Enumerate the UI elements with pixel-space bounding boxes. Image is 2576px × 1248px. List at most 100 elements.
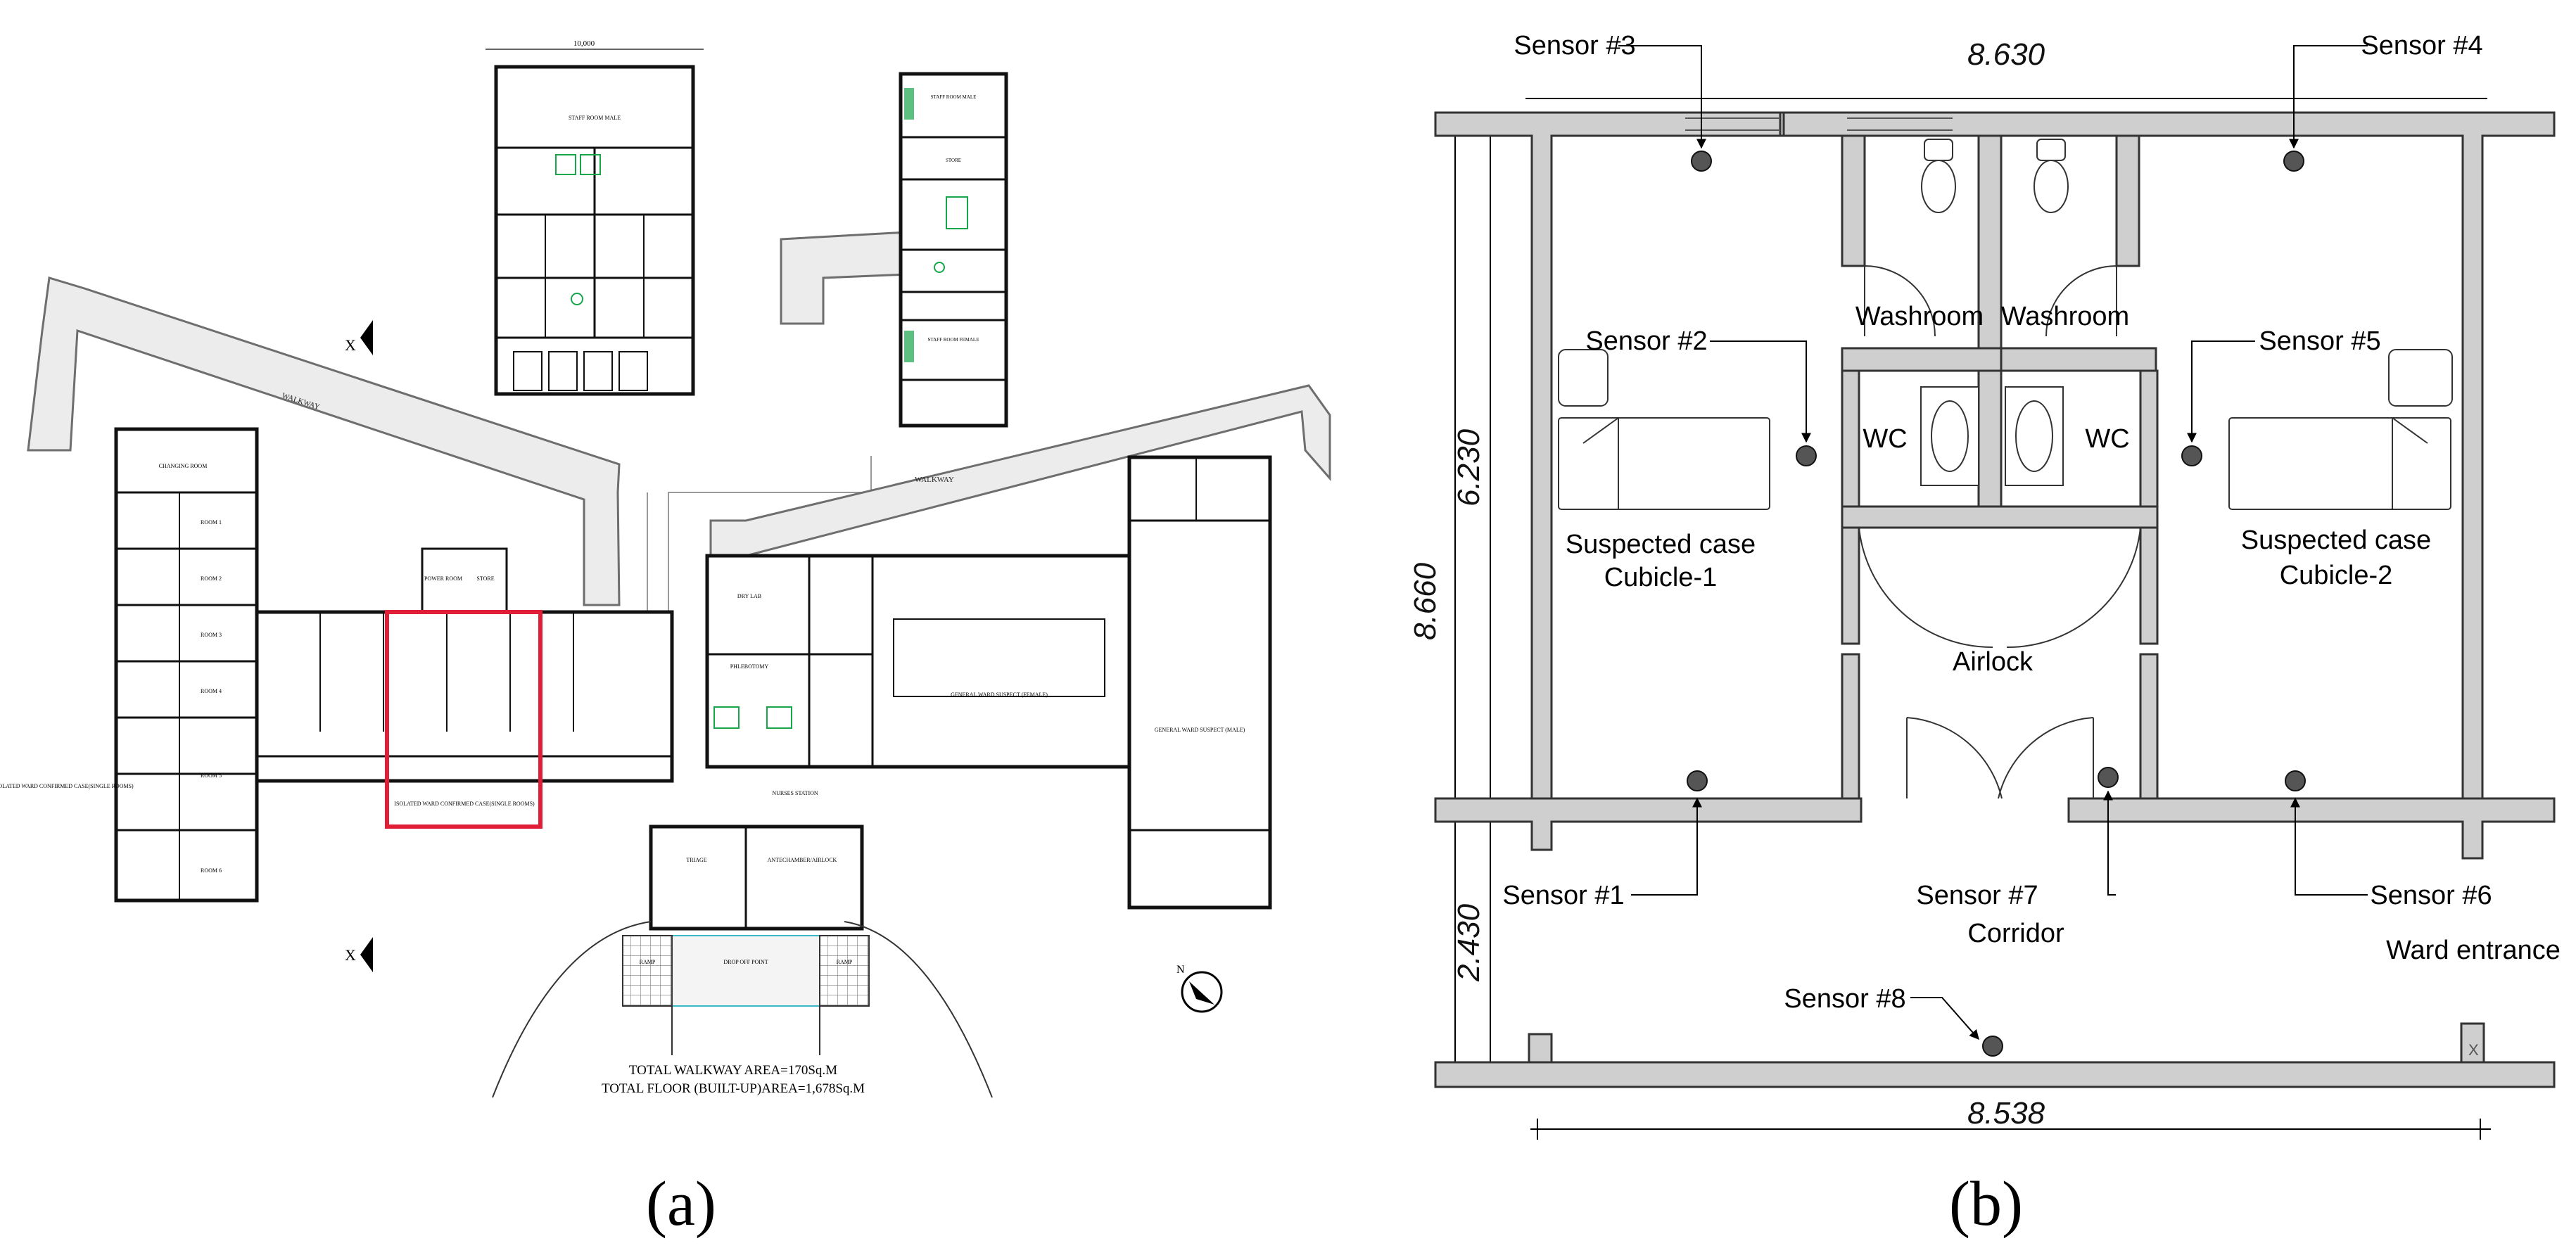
- room-label-room4: ROOM 4: [201, 688, 222, 694]
- room-label-room5: ROOM 5: [201, 772, 222, 779]
- door-airlock-top-right: [2006, 527, 2141, 649]
- toilet-left-icon: [1921, 139, 1956, 213]
- left-rooms-block: CHANGING ROOM ROOM 1 ROOM 2 ROOM 3 ROOM …: [0, 427, 259, 903]
- right-ward-block: GENERAL WARD SUSPECT (MALE): [1127, 455, 1272, 910]
- sensor-7-label: Sensor #7: [1916, 881, 2038, 910]
- walkway-label-2: WALKWAY: [915, 476, 954, 484]
- label-cubicle-2-line1: Suspected case: [2241, 526, 2431, 555]
- room-label-staff-male: STAFF ROOM MALE: [931, 94, 977, 100]
- room-label-isolated-center: ISOLATED WARD CONFIRMED CASE(SINGLE ROOM…: [394, 801, 535, 807]
- sensor-1-label: Sensor #1: [1502, 881, 1624, 910]
- room-label-phlebotomy: PHLEBOTOMY: [730, 663, 769, 670]
- wall-airlock-bottom-right: [2139, 653, 2159, 800]
- door-airlock-top-left: [1858, 527, 1993, 649]
- sensor-dots: [1687, 151, 2306, 1057]
- room-label-ramp-right: RAMP: [837, 959, 853, 965]
- sensor-3-dot: [1691, 151, 1712, 172]
- room-label-room3: ROOM 3: [201, 632, 222, 638]
- walkway-link: [780, 231, 909, 325]
- wall-wc-left: [1841, 369, 1860, 513]
- room-label-general-female: GENERAL WARD SUSPECT (FEMALE): [951, 692, 1048, 698]
- staff-block-top: 10,000 STAFF ROOM MALE: [486, 39, 704, 396]
- wall-washroom-left: [1841, 134, 1866, 267]
- sensor-4-label: Sensor #4: [2361, 31, 2482, 61]
- dim-left-lower: 2.430: [1452, 903, 1486, 982]
- wall-corridor-bottom: [1434, 1061, 2556, 1088]
- central-isolation-wing: POWER ROOM STORE ISOLATED WARD CONFIRMED…: [255, 547, 674, 829]
- room-label-changing: CHANGING ROOM: [159, 463, 208, 469]
- label-cubicle-1-line2: Cubicle-1: [1604, 563, 1718, 592]
- wall-bottom-left: [1434, 797, 1863, 851]
- wall-stub-right: [2460, 1022, 2485, 1064]
- room-label-ramp-left: RAMP: [640, 959, 656, 965]
- wall-washroom-center: [1977, 134, 2003, 517]
- panel-b-detail-plan: 8.630 8.538 8.660 6.230 2.430: [1408, 31, 2561, 1140]
- dim-left-upper: 6.230: [1452, 428, 1486, 507]
- wall-stub-left: [1528, 1033, 1553, 1064]
- room-label-dry-lab: DRY LAB: [737, 593, 761, 599]
- door-airlock-bottom-left: [1906, 717, 2003, 799]
- sensor-5-dot: [2181, 445, 2202, 466]
- label-airlock: Airlock: [1953, 647, 2033, 677]
- sensor-8-label: Sensor #8: [1784, 984, 1905, 1014]
- sensor-3-label: Sensor #3: [1514, 31, 1635, 61]
- sensor-7-dot: [2098, 767, 2119, 788]
- label-ward-entrance: Ward entrance: [2386, 936, 2561, 965]
- total-floor-area: TOTAL FLOOR (BUILT-UP)AREA=1,678Sq.M: [602, 1081, 865, 1096]
- staff-block-top-right: STAFF ROOM MALE STAFF ROOM FEMALE STORE: [899, 72, 1008, 428]
- sensor-1-dot: [1687, 770, 1708, 791]
- room-label-room2: ROOM 2: [201, 575, 222, 582]
- dim-left-total: 8.660: [1408, 562, 1442, 640]
- room-label-general-male: GENERAL WARD SUSPECT (MALE): [1155, 727, 1245, 733]
- walkway-left-band: [27, 276, 621, 606]
- room-label-antechamber: ANTECHAMBER/AIRLOCK: [768, 857, 837, 863]
- room-label-room6: ROOM 6: [201, 867, 222, 874]
- wall-wc-right: [2139, 369, 2159, 513]
- sensor-4-dot: [2283, 151, 2304, 172]
- section-arrow-top: [360, 320, 373, 355]
- label-washroom-right: Washroom: [2001, 302, 2129, 331]
- room-label-nurses: NURSES STATION: [772, 790, 818, 796]
- door-airlock-bottom-right: [1998, 717, 2094, 799]
- room-label-drop-off: DROP OFF POINT: [723, 959, 768, 965]
- sensor-6-label: Sensor #6: [2370, 881, 2492, 910]
- top-dimension: 10,000: [573, 39, 595, 48]
- wall-bottom-right: [2067, 797, 2556, 860]
- door-washroom-left: [1864, 265, 1936, 337]
- label-cubicle-2-line2: Cubicle-2: [2280, 561, 2393, 590]
- wall-shelf-right: [2000, 347, 2157, 372]
- section-arrow-bottom: [360, 937, 373, 972]
- wall-shelf-left: [1841, 347, 2003, 372]
- door-washroom-right: [2045, 265, 2117, 337]
- total-walkway-area: TOTAL WALKWAY AREA=170Sq.M: [629, 1063, 837, 1078]
- general-ward-block: DRY LAB PHLEBOTOMY GENERAL WARD SUSPECT …: [705, 554, 1131, 796]
- room-label-triage: TRIAGE: [686, 857, 706, 863]
- label-wc-left: WC: [1863, 424, 1907, 454]
- label-washroom-left: Washroom: [1855, 302, 1984, 331]
- sensor-8-dot: [1982, 1036, 2003, 1057]
- room-label-room1: ROOM 1: [201, 519, 222, 526]
- sensor-2-dot: [1796, 445, 1817, 466]
- bed-cubicle-2-icon: [2228, 349, 2453, 510]
- dim-bottom: 8.538: [1967, 1096, 2045, 1131]
- section-mark-bottom: X: [345, 946, 356, 964]
- room-label-store-central: STORE: [476, 575, 494, 582]
- room-label-staff-female: STAFF ROOM FEMALE: [928, 337, 979, 343]
- bed-cubicle-1-icon: [1558, 349, 1770, 510]
- sink-right-icon: [2005, 386, 2064, 486]
- caption-b: (b): [1949, 1169, 2023, 1239]
- highlight-box: [385, 610, 543, 829]
- north-label: N: [1176, 964, 1185, 976]
- sensor-6-dot: [2285, 770, 2306, 791]
- room-label-store: STORE: [946, 158, 961, 163]
- wall-airlock-right: [2139, 526, 2159, 645]
- toilet-right-icon: [2033, 139, 2069, 213]
- sensor-leaders: [1618, 45, 2368, 1040]
- wall-washroom-right: [2115, 134, 2140, 267]
- room-label-power: POWER ROOM: [424, 575, 462, 582]
- entrance-x-mark: X: [2468, 1041, 2479, 1059]
- sink-left-icon: [1920, 386, 1979, 486]
- wall-airlock-bottom-left: [1841, 653, 1860, 800]
